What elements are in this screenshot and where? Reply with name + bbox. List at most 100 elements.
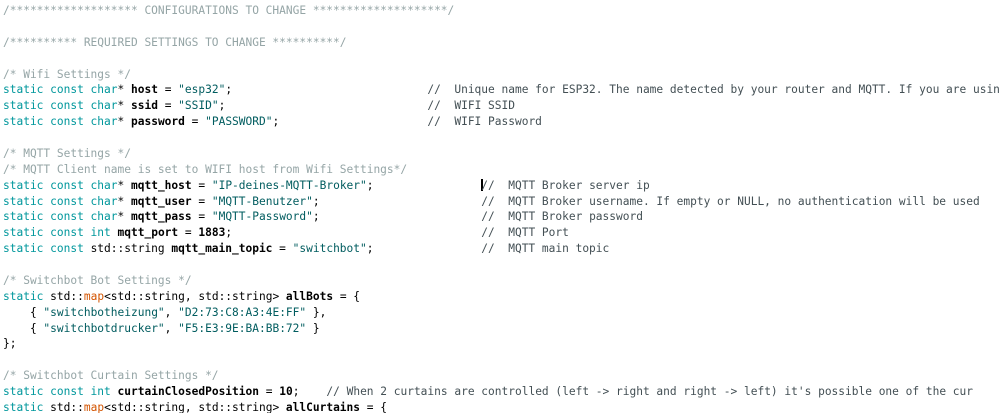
code-line[interactable]	[3, 352, 1007, 368]
code-segment-kw: static const char	[3, 194, 118, 208]
code-segment-pl: *	[117, 99, 131, 113]
code-segment-id: mqtt_host	[131, 178, 192, 192]
code-segment-kw: static const int	[3, 226, 111, 240]
code-segment-pl	[225, 99, 427, 112]
code-segment-pl: {	[3, 305, 44, 319]
code-segment-cb: /******************* CONFIGURATIONS TO C…	[3, 4, 455, 17]
code-segment-pl: *	[117, 210, 131, 224]
code-line[interactable]	[3, 130, 1007, 146]
code-segment-id: host	[131, 83, 158, 97]
code-line[interactable]: static const char* password = "PASSWORD"…	[3, 114, 1007, 130]
code-line[interactable]: static const std::string mqtt_main_topic…	[3, 241, 1007, 257]
code-line[interactable]	[3, 257, 1007, 273]
code-line[interactable]: static const char* mqtt_user = "MQTT-Ben…	[3, 194, 1007, 210]
code-segment-id: mqtt_main_topic	[171, 242, 273, 256]
code-line[interactable]: /* Wifi Settings */	[3, 67, 1007, 83]
code-line[interactable]: };	[3, 336, 1007, 352]
code-segment-cb: /* Switchbot Curtain Settings */	[3, 369, 219, 383]
code-segment-pl: =	[191, 178, 212, 192]
code-line[interactable]: static const char* mqtt_host = "IP-deine…	[3, 178, 1007, 194]
code-segment-pl: *	[117, 115, 131, 129]
code-segment-cb: /* Switchbot Bot Settings */	[3, 273, 192, 287]
code-line[interactable]: /******************* CONFIGURATIONS TO C…	[3, 3, 1007, 19]
code-segment-pl: = {	[333, 289, 361, 303]
code-segment-pl: *	[117, 83, 131, 97]
code-segment-pl: std::	[43, 289, 84, 303]
code-line[interactable]: /* MQTT Settings */	[3, 146, 1007, 162]
code-segment-cl: // Unique name for ESP32. The name detec…	[427, 83, 1000, 97]
code-segment-pl	[111, 385, 118, 398]
code-line[interactable]: /* Switchbot Curtain Settings */	[3, 368, 1007, 384]
code-segment-pl	[232, 226, 481, 239]
code-segment-str: "SSID"	[178, 99, 219, 113]
code-line[interactable]: static const int mqtt_port = 1883; // MQ…	[3, 225, 1007, 241]
code-segment-kw: static const char	[3, 99, 118, 113]
code-segment-pl: ;	[312, 210, 320, 224]
code-segment-pl: },	[306, 305, 327, 319]
code-segment-id: allBots	[285, 289, 334, 303]
code-segment-id: allCurtains	[285, 400, 361, 413]
code-segment-pl: ;	[292, 385, 300, 398]
code-line[interactable]: { "switchbotheizung", "D2:73:C8:A3:4E:FF…	[3, 305, 1007, 321]
code-segment-id: curtainClosedPosition	[117, 385, 259, 398]
code-segment-cb: /* Wifi Settings */	[3, 67, 131, 81]
code-line[interactable]: static std::map<std::string, std::string…	[3, 289, 1007, 305]
code-segment-kw: static const char	[3, 178, 118, 192]
code-segment-str: "IP-deines-MQTT-Broker"	[211, 178, 367, 192]
code-line[interactable]: static const int curtainClosedPosition =…	[3, 384, 1007, 400]
code-segment-pl: =	[157, 83, 179, 97]
code-segment-pl: ;	[366, 178, 374, 192]
code-segment-cb: /********** REQUIRED SETTINGS TO CHANGE …	[3, 35, 347, 49]
code-segment-str: "switchbot"	[292, 242, 367, 256]
code-segment-pl: }	[306, 321, 320, 335]
code-segment-kw: static const	[3, 242, 84, 256]
code-segment-fn: map	[83, 289, 105, 303]
code-line[interactable]: static const char* ssid = "SSID"; // WIF…	[3, 98, 1007, 114]
code-line[interactable]: static const char* mqtt_pass = "MQTT-Pas…	[3, 209, 1007, 225]
code-segment-str: "F5:E3:9E:BA:BB:72"	[178, 321, 307, 335]
code-line[interactable]: { "switchbotdrucker", "F5:E3:9E:BA:BB:72…	[3, 321, 1007, 337]
code-line[interactable]: static std::map<std::string, std::string…	[3, 400, 1007, 413]
code-segment-pl: std::	[43, 400, 84, 413]
code-segment-pl	[299, 385, 326, 398]
code-segment-pl: <std::string, std::string>	[104, 400, 286, 413]
code-segment-kw: static const char	[3, 83, 118, 97]
code-segment-str: "D2:73:C8:A3:4E:FF"	[178, 305, 307, 319]
code-segment-pl: ;	[312, 194, 320, 208]
code-segment-pl: =	[157, 99, 179, 113]
code-line[interactable]	[3, 19, 1007, 35]
code-line[interactable]: /* Switchbot Bot Settings */	[3, 273, 1007, 289]
code-segment-pl: =	[258, 385, 280, 398]
code-segment-cl: // MQTT Broker username. If empty or NUL…	[481, 194, 980, 208]
code-segment-pl: ;	[225, 83, 233, 97]
code-segment-pl: <std::string, std::string>	[104, 289, 286, 303]
code-segment-pl	[374, 242, 482, 255]
code-segment-pl: };	[3, 337, 17, 351]
code-segment-kw: static const char	[3, 210, 118, 224]
code-segment-id: mqtt_user	[131, 194, 192, 208]
code-segment-str: "esp32"	[178, 83, 226, 97]
code-segment-pl	[374, 179, 482, 192]
code-segment-cl: // MQTT Broker password	[481, 210, 643, 224]
code-segment-id: ssid	[131, 99, 158, 113]
code-line[interactable]: /********** REQUIRED SETTINGS TO CHANGE …	[3, 35, 1007, 51]
code-segment-str: "switchbotheizung"	[43, 305, 165, 319]
code-segment-cl: // WIFI SSID	[427, 99, 515, 113]
code-line[interactable]: static const char* host = "esp32"; // Un…	[3, 82, 1007, 98]
code-segment-pl: *	[117, 178, 131, 192]
code-segment-id: 1883	[198, 226, 226, 240]
code-segment-cl: // MQTT Port	[481, 226, 569, 240]
code-line[interactable]: /* MQTT Client name is set to WIFI host …	[3, 162, 1007, 178]
code-segment-id: password	[131, 115, 185, 129]
code-segment-fn: map	[83, 400, 105, 413]
code-segment-cl: // MQTT main topic	[481, 242, 610, 256]
code-segment-pl: ;	[366, 242, 374, 256]
code-segment-pl: =	[191, 210, 212, 224]
code-segment-pl: =	[191, 194, 212, 208]
code-segment-pl: =	[272, 242, 293, 256]
code-segment-kw: static const char	[3, 115, 118, 129]
code-line[interactable]	[3, 51, 1007, 67]
code-segment-pl	[320, 210, 482, 223]
code-segment-str: "switchbotdrucker"	[43, 321, 165, 335]
